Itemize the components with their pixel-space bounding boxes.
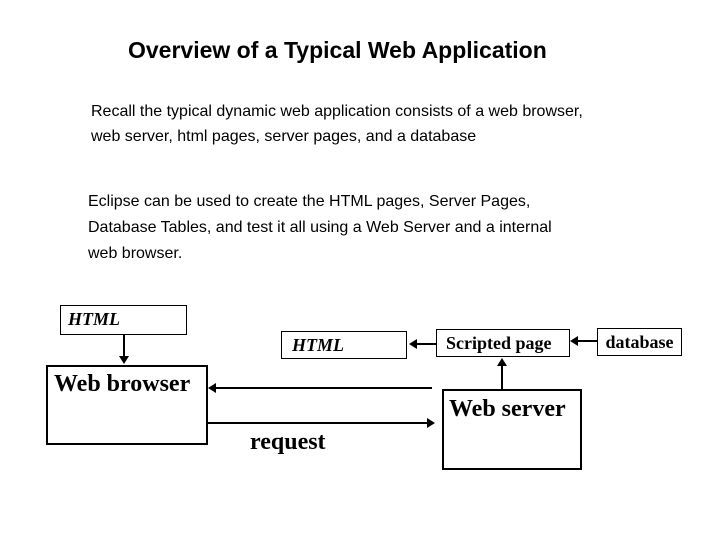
scripted-page-label: Scripted page — [446, 333, 552, 353]
server-to-browser-arrowhead — [208, 383, 216, 393]
database-label: database — [605, 332, 674, 352]
request-arrowhead — [427, 418, 435, 428]
scripted-to-html-arrow-line — [417, 343, 436, 345]
web-server-box: Web server — [442, 389, 582, 470]
html-mid-box: HTML — [281, 331, 407, 359]
slide-title: Overview of a Typical Web Application — [128, 37, 547, 63]
html-to-browser-arrowhead — [119, 356, 129, 364]
database-to-scripted-arrowhead — [570, 336, 578, 346]
server-to-browser-arrow-line — [216, 387, 432, 389]
web-browser-box: Web browser — [46, 365, 208, 445]
database-box: database — [597, 328, 682, 356]
server-to-scripted-arrow-line — [501, 366, 503, 389]
request-edge-label: request — [250, 429, 326, 455]
html-top-box: HTML — [60, 305, 187, 335]
html-to-browser-arrow-line — [123, 335, 125, 356]
intro-paragraph: Recall the typical dynamic web applicati… — [91, 103, 583, 145]
eclipse-paragraph: Eclipse can be used to create the HTML p… — [88, 193, 552, 262]
html-mid-label: HTML — [292, 335, 344, 355]
scripted-to-html-arrowhead — [409, 339, 417, 349]
web-browser-label: Web browser — [54, 371, 191, 397]
scripted-page-box: Scripted page — [436, 329, 570, 357]
web-server-label: Web server — [449, 396, 566, 422]
database-to-scripted-arrow-line — [578, 340, 597, 342]
request-arrow-line — [208, 422, 427, 424]
server-to-scripted-arrowhead — [497, 358, 507, 366]
html-top-label: HTML — [68, 309, 120, 329]
